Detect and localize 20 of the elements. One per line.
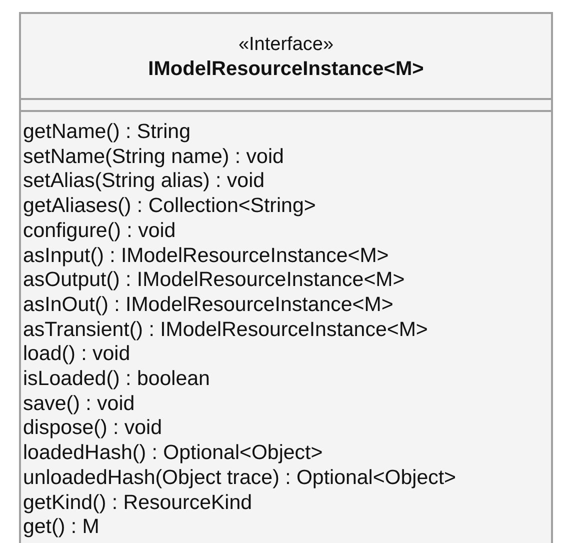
- class-box: [19, 12, 553, 543]
- stereotype-label: «Interface»: [237, 34, 335, 56]
- method-signature: save() : void: [23, 392, 135, 415]
- method-signature: getAliases() : Collection<String>: [23, 195, 316, 218]
- method-signature: loadedHash() : Optional<Object>: [23, 442, 323, 464]
- method-signature: asTransient() : IModelResourceInstance<M>: [23, 318, 428, 341]
- method-signature: asOutput() : IModelResourceInstance<M>: [23, 269, 405, 292]
- method-signature: dispose() : void: [23, 417, 162, 440]
- method-signature: configure() : void: [23, 220, 176, 242]
- interface-name: IModelResourceInstance<M>: [147, 58, 425, 81]
- method-signature: setAlias(String alias) : void: [23, 170, 265, 192]
- method-signature: asInput() : IModelResourceInstance<M>: [23, 244, 389, 266]
- method-signature: unloadedHash(Object trace) : Optional<Object>: [23, 466, 456, 489]
- method-signature: asInOut() : IModelResourceInstance<M>: [23, 294, 394, 316]
- method-signature: load() : void: [23, 343, 130, 366]
- method-signature: getKind() : ResourceKind: [23, 492, 252, 514]
- method-signature: getName() : String: [23, 121, 190, 143]
- method-signature: setName(String name) : void: [23, 146, 284, 168]
- method-signature: isLoaded() : boolean: [23, 368, 210, 390]
- method-signature: get() : M: [23, 516, 100, 538]
